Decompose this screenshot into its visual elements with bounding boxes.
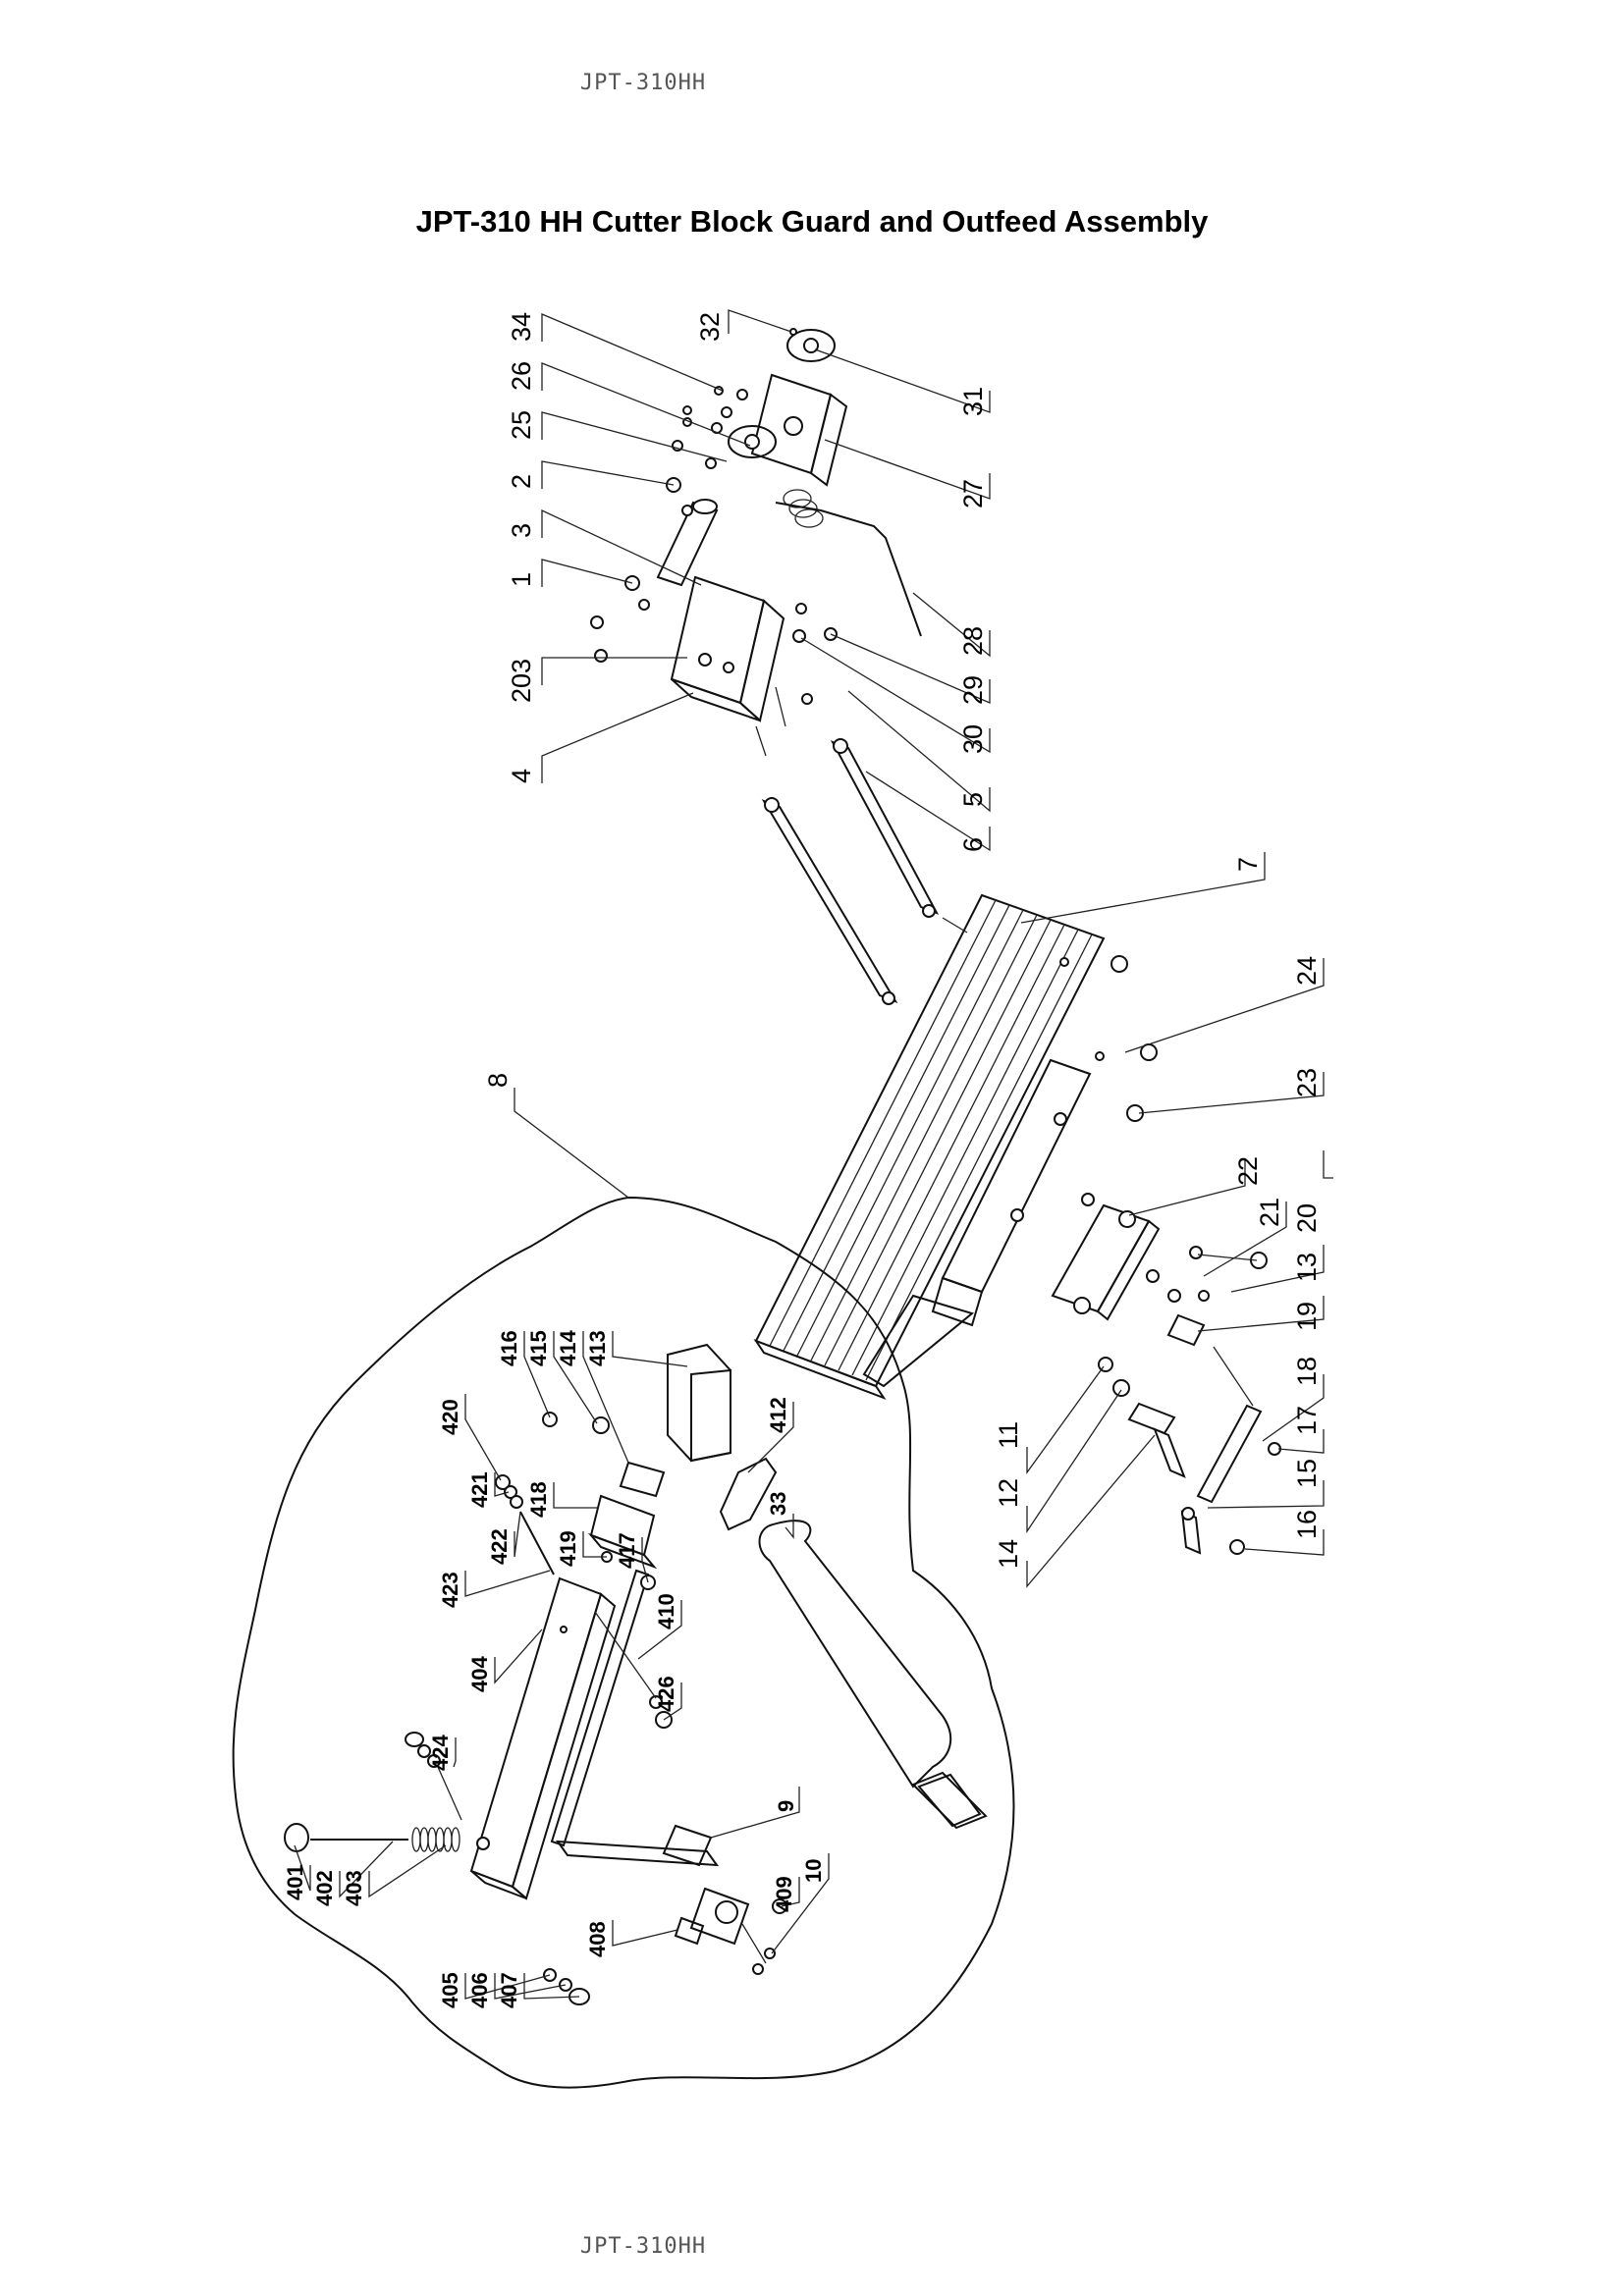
label-20: 20 [1292, 1203, 1322, 1233]
label-5: 5 [958, 792, 988, 807]
label-402: 402 [312, 1870, 337, 1906]
label-408: 408 [585, 1921, 610, 1957]
label-418: 418 [526, 1481, 551, 1518]
sub-assembly-8-outline [232, 1196, 1015, 2089]
label-34: 34 [507, 312, 536, 342]
label-404: 404 [467, 1656, 492, 1692]
label-31: 31 [958, 387, 988, 416]
label-30: 30 [958, 724, 988, 754]
part-426-nut [594, 1611, 673, 1729]
label-11: 11 [994, 1421, 1023, 1449]
label-405: 405 [438, 1972, 462, 2008]
label-21: 21 [1255, 1198, 1284, 1227]
label-28: 28 [958, 626, 988, 656]
label-421: 421 [467, 1471, 492, 1508]
label-19: 19 [1292, 1302, 1322, 1331]
label-417: 417 [615, 1532, 639, 1569]
label-6: 6 [958, 837, 988, 852]
label-416: 416 [497, 1330, 521, 1366]
part-22-bracket [1051, 1203, 1268, 1321]
label-424: 424 [428, 1735, 453, 1771]
page-title: JPT-310 HH Cutter Block Guard and Outfee… [415, 204, 1209, 239]
part-28-spring [775, 489, 922, 637]
label-401: 401 [283, 1864, 307, 1900]
part-23-24-screws [1010, 955, 1158, 1222]
label-203: 203 [507, 659, 536, 703]
label-8: 8 [483, 1073, 513, 1088]
model-header-bottom: JPT-310HH [579, 2234, 707, 2259]
part-404-guard-housing [469, 1569, 720, 1900]
label-15: 15 [1292, 1459, 1322, 1488]
part-412-414-block [542, 1343, 778, 1531]
label-17: 17 [1292, 1406, 1322, 1435]
label-413: 413 [585, 1330, 610, 1366]
label-16: 16 [1292, 1510, 1322, 1539]
label-422: 422 [487, 1528, 512, 1565]
part-9-408-hinge [662, 1824, 787, 1975]
label-407: 407 [497, 1972, 521, 2008]
label-415: 415 [526, 1330, 551, 1366]
label-22: 22 [1233, 1156, 1263, 1186]
label-26: 26 [507, 361, 536, 391]
part-7-outfeed-table [753, 893, 1106, 1401]
label-419: 419 [556, 1530, 580, 1567]
label-4: 4 [507, 769, 536, 783]
label-18: 18 [1292, 1357, 1322, 1386]
part-11-16-handle [1098, 1357, 1245, 1555]
label-12: 12 [994, 1478, 1023, 1508]
parts-artwork [232, 328, 1281, 2089]
label-33: 33 [766, 1492, 790, 1516]
label-426: 426 [654, 1676, 678, 1712]
label-29: 29 [958, 675, 988, 705]
part-27-hinge-bracket [728, 329, 848, 487]
label-423: 423 [438, 1572, 462, 1608]
part-5-6-rods [755, 686, 968, 1005]
part-4-bracket [670, 575, 785, 722]
label-412: 412 [766, 1397, 790, 1433]
label-24: 24 [1292, 956, 1322, 986]
label-420: 420 [438, 1399, 462, 1435]
part-401-407-rod-spring [284, 1732, 590, 2005]
part-420-423-pin [495, 1474, 555, 1575]
label-leaders [294, 309, 1333, 2000]
label-23: 23 [1292, 1068, 1322, 1097]
label-406: 406 [467, 1972, 492, 2008]
label-403: 403 [342, 1870, 366, 1906]
label-410: 410 [654, 1593, 678, 1629]
label-3: 3 [507, 523, 536, 538]
label-1: 1 [507, 572, 536, 587]
part-17-18-19-link [1166, 1313, 1281, 1504]
part-33-guard-pad [758, 1520, 988, 1830]
label-14: 14 [994, 1539, 1023, 1569]
label-27: 27 [958, 479, 988, 508]
part-3-shaft [656, 499, 719, 587]
label-409: 409 [772, 1876, 796, 1912]
label-414: 414 [556, 1330, 580, 1366]
label-9: 9 [774, 1800, 798, 1812]
label-32: 32 [695, 312, 725, 342]
label-25: 25 [507, 410, 536, 440]
part-labels: 34 26 25 2 3 1 203 4 32 31 27 28 29 30 5… [283, 312, 1322, 2008]
label-10: 10 [801, 1859, 826, 1883]
label-7: 7 [1233, 857, 1263, 872]
model-header-top: JPT-310HH [579, 71, 707, 95]
label-13: 13 [1292, 1253, 1322, 1282]
label-2: 2 [507, 474, 536, 489]
